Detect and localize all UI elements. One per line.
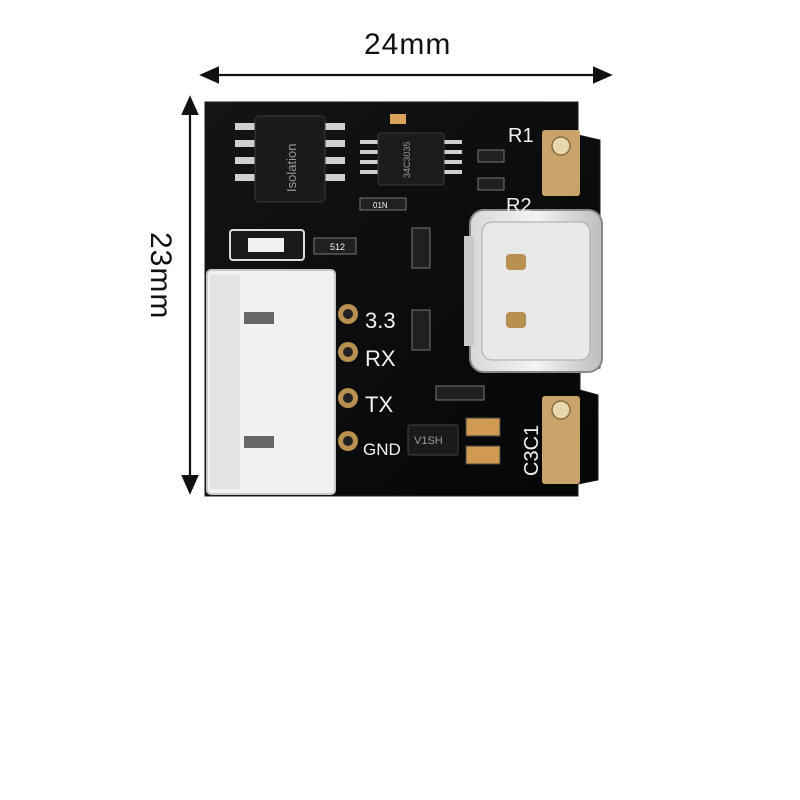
designator-r2: R2 xyxy=(506,195,532,217)
designator-r1: R1 xyxy=(508,125,534,147)
pin-label-gnd: GND xyxy=(363,440,401,459)
mount-pad-bottom xyxy=(542,396,580,484)
resistor-code-2: 01N xyxy=(373,201,388,210)
regulator-chip-text: V1SH xyxy=(414,435,443,447)
pin-label-3v3: 3.3 xyxy=(365,308,396,333)
pin-label-tx: TX xyxy=(365,392,393,417)
pin-label-rx: RX xyxy=(365,346,396,371)
pin-pads xyxy=(338,304,358,451)
uart-chip: 34C3035 xyxy=(360,132,462,186)
isolator-chip-text: Isolation xyxy=(284,144,299,192)
uart-chip-text: 34C3035 xyxy=(402,141,412,178)
width-dimension-label: 24mm xyxy=(364,28,452,61)
usb-c-connector xyxy=(464,209,603,373)
resistor-code: 512 xyxy=(330,242,345,252)
isolator-chip: Isolation xyxy=(235,115,345,203)
jst-connector xyxy=(206,269,336,495)
designator-c3c1: C3C1 xyxy=(521,425,543,476)
